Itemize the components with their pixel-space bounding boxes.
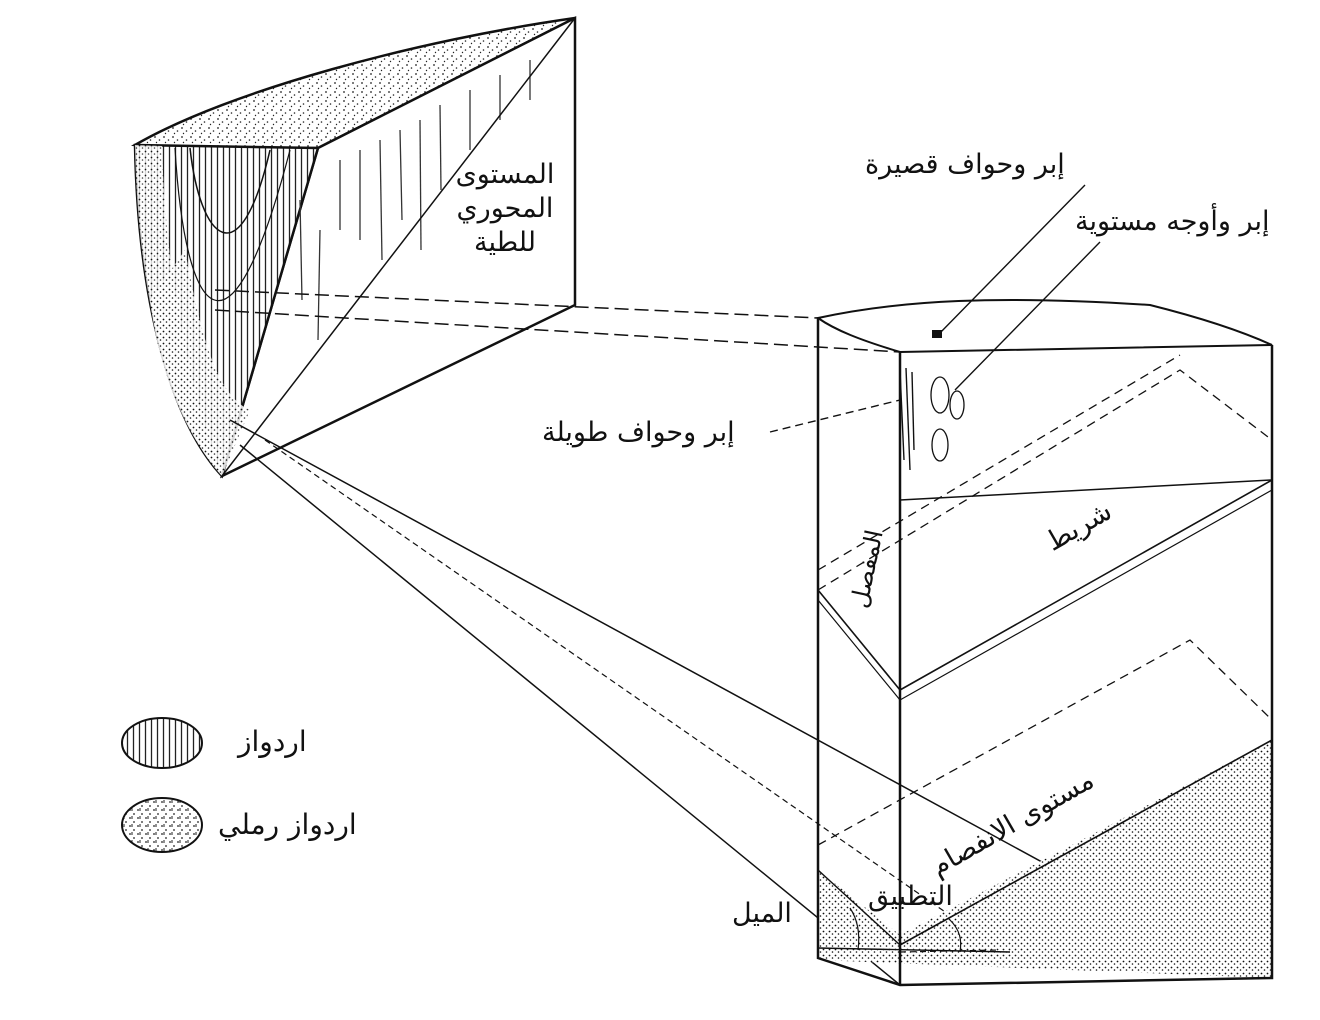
leader-lines — [769, 184, 1101, 433]
legend-sandy-slate-label: اردواز رملي — [218, 808, 357, 841]
legend-sandy-slate-swatch — [121, 797, 203, 853]
legend-slate-label: اردواز — [238, 725, 307, 758]
axial-plane-label: المستوى المحوري للطية — [430, 158, 580, 260]
axial-plane-line-3: للطية — [474, 227, 536, 258]
axial-plane-line-1: المستوى — [455, 159, 555, 190]
outcrop-block — [815, 298, 1274, 987]
long-needles-label: إبر وحواف طويلة — [542, 417, 735, 448]
axial-plane-line-2: المحوري — [456, 193, 554, 224]
short-needles-label: إبر وحواف قصيرة — [865, 149, 1065, 180]
outcrop-top — [815, 298, 1273, 354]
legend-slate-swatch — [121, 717, 203, 769]
fold-sandy-lobe — [135, 145, 222, 476]
dip-label: الميل — [732, 898, 792, 929]
bedding-label: التطبيق — [868, 881, 953, 912]
outcrop-sandy-zone — [818, 740, 1272, 978]
flat-needles-label: إبر وأوجه مستوية — [1075, 206, 1270, 237]
legend-swatches — [121, 717, 203, 853]
